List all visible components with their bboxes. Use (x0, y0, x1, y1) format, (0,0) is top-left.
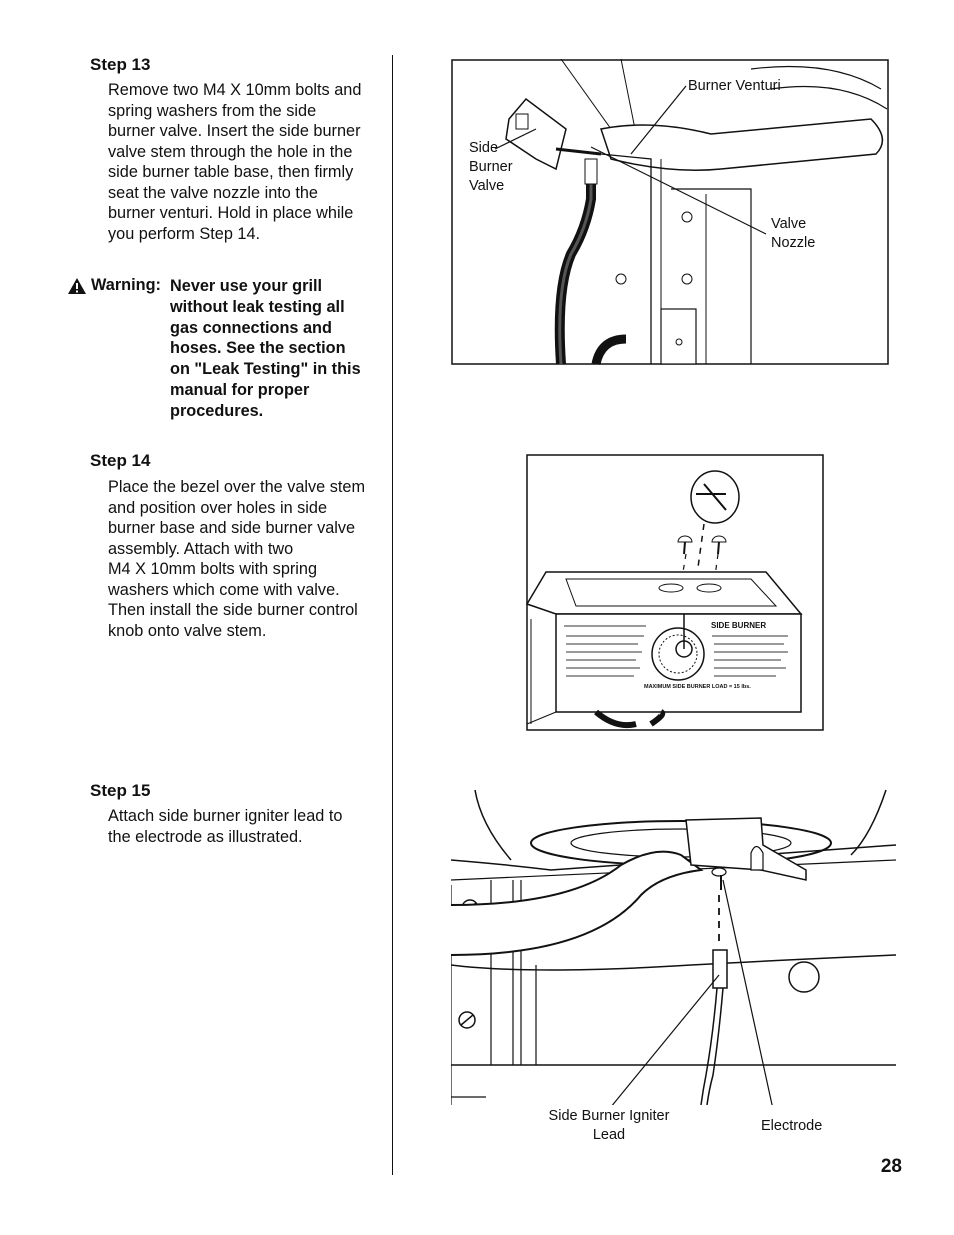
step-14-title: Step 14 (90, 451, 151, 470)
step-13-body: Remove two M4 X 10mm bolts and spring wa… (108, 81, 362, 243)
igniter-lead-label: Side Burner Igniter Lead (548, 1108, 670, 1143)
warning-label: Warning: (91, 276, 161, 294)
figure-igniter-electrode: Side Burner Igniter Lead Electrode (451, 785, 896, 1143)
burner-venturi-label: Burner Venturi (688, 78, 781, 94)
step-15-title: Step 15 (90, 781, 151, 800)
step-14-body: Place the bezel over the valve stem and … (108, 478, 366, 640)
warning-body: Never use your grill without leak testin… (170, 277, 361, 420)
side-burner-valve-label: Side Burner Valve (469, 140, 513, 194)
step-13-title: Step 13 (90, 55, 151, 74)
figure-bezel-knob: SIDE BURNER MAXIMUM SIDE BURNER LOAD = 1… (526, 454, 824, 731)
column-divider (392, 55, 393, 1175)
electrode-label: Electrode (761, 1118, 823, 1134)
igniter-electrode-illustration (451, 789, 896, 1105)
warning-label-group: Warning: (67, 276, 161, 295)
figure-valve-installation: Burner Venturi Side Burner Valve Valve N… (451, 59, 889, 365)
page-number: 28 (880, 1156, 902, 1177)
bezel-knob-illustration (526, 454, 824, 731)
valve-installation-illustration (451, 59, 889, 365)
step-15-body: Attach side burner igniter lead to the e… (108, 807, 343, 846)
max-load-label: MAXIMUM SIDE BURNER LOAD = 15 lbs. (644, 684, 751, 690)
warning-triangle-icon (68, 277, 86, 294)
side-burner-panel-title: SIDE BURNER (711, 621, 767, 630)
valve-nozzle-label: Valve Nozzle (771, 216, 816, 251)
